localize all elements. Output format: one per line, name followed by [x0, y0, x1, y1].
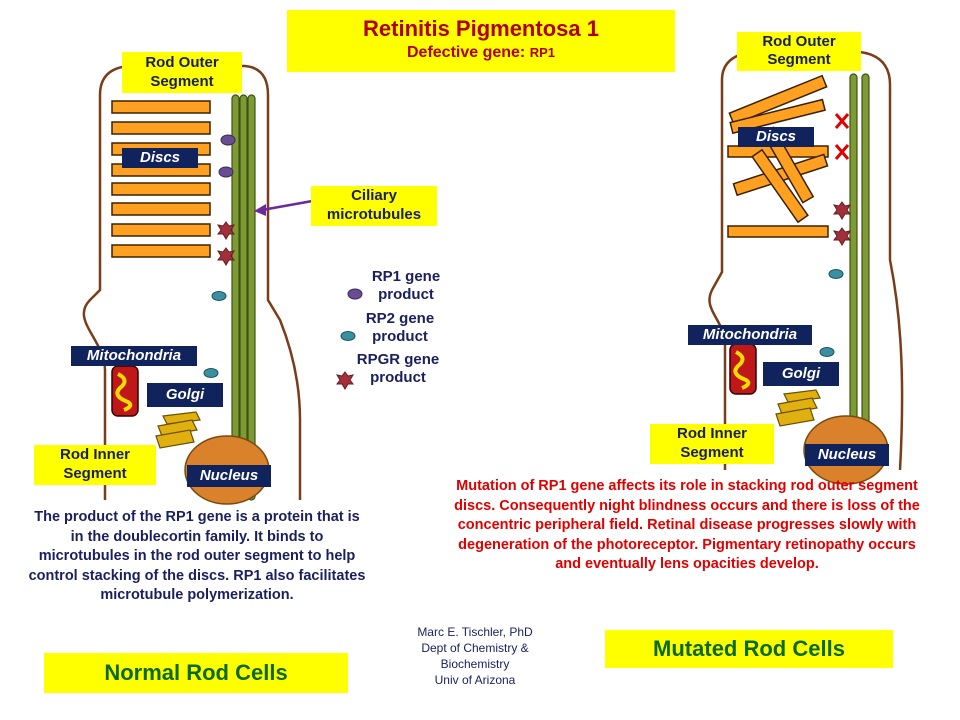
- author-dept-2: Biochemistry: [440, 657, 510, 671]
- right-microtubules: [849, 73, 870, 475]
- subtitle-prefix: Defective gene:: [406, 44, 526, 61]
- right-outer-segment-label: Rod Outer Segment: [737, 32, 861, 71]
- legend-rpgr: RPGR gene product: [356, 351, 440, 386]
- right-disc: [727, 225, 829, 238]
- left-microtubules: [231, 94, 256, 501]
- author-credit: Marc E. Tischler, PhD Dept of Chemistry …: [390, 624, 560, 688]
- left-mitochondria-label: Mitochondria: [71, 346, 197, 366]
- ciliary-pointer-arrow: [261, 198, 319, 212]
- normal-description: The product of the RP1 gene is a protein…: [28, 509, 366, 603]
- left-disc: [111, 100, 211, 114]
- left-rod-cell-outline: [82, 64, 302, 500]
- left-disc: [111, 223, 211, 237]
- rpgr-product-icon: [335, 371, 355, 390]
- left-disc: [111, 182, 211, 196]
- normal-rod-cells-caption: Normal Rod Cells: [44, 653, 348, 693]
- right-disc: [728, 74, 828, 126]
- author-university: Univ of Arizona: [434, 673, 516, 687]
- right-discs-label: Discs: [738, 127, 814, 147]
- right-rod-cell-outline: [708, 50, 904, 471]
- legend-rp2: RP2 gene product: [365, 310, 435, 345]
- page-subtitle: Defective gene: RP1: [287, 44, 675, 62]
- rp1-product-icon: [347, 288, 363, 300]
- left-discs-label: Discs: [122, 148, 198, 168]
- mitochondrion-icon: [729, 343, 757, 395]
- right-golgi-label: Golgi: [763, 362, 839, 386]
- legend-rp1: RP1 gene product: [371, 268, 441, 303]
- left-disc: [111, 244, 211, 258]
- author-dept: Dept of Chemistry &: [421, 641, 529, 655]
- rp2-product-icon: [340, 331, 356, 341]
- rp1-product-icon: [218, 166, 234, 178]
- right-disc-stack: [727, 74, 829, 238]
- left-outer-segment-label: Rod Outer Segment: [122, 52, 242, 93]
- title-box: Retinitis Pigmentosa 1 Defective gene: R…: [287, 10, 675, 72]
- right-inner-segment-label: Rod Inner Segment: [650, 424, 774, 464]
- golgi-icon: [775, 389, 821, 427]
- author-name: Marc E. Tischler, PhD: [417, 625, 533, 639]
- left-nucleus-label: Nucleus: [187, 465, 271, 487]
- right-disc: [729, 98, 826, 135]
- rp2-product-icon: [211, 291, 227, 301]
- mutation-x-icon: [834, 113, 850, 160]
- right-nucleus-label: Nucleus: [805, 444, 889, 466]
- right-mitochondria-label: Mitochondria: [688, 325, 812, 345]
- ciliary-microtubules-label: Ciliary microtubules: [311, 186, 437, 226]
- rp2-product-icon: [828, 269, 844, 279]
- mutated-description: Mutation of RP1 gene affects its role in…: [454, 478, 920, 572]
- mutated-rod-cells-caption: Mutated Rod Cells: [605, 630, 893, 668]
- left-golgi-label: Golgi: [147, 383, 223, 407]
- left-disc-stack: [111, 100, 211, 258]
- rp2-product-icon: [203, 368, 219, 378]
- rpgr-product-icon: [832, 201, 852, 246]
- rp1-product-icon: [220, 134, 236, 146]
- rp2-product-icon: [819, 347, 835, 357]
- golgi-icon: [155, 411, 201, 449]
- mitochondrion-icon: [111, 365, 139, 417]
- left-inner-segment-label: Rod Inner Segment: [34, 445, 156, 485]
- left-disc: [111, 202, 211, 216]
- left-disc: [111, 121, 211, 135]
- rpgr-product-icon: [216, 221, 236, 266]
- page-title: Retinitis Pigmentosa 1: [363, 16, 599, 41]
- subtitle-gene: RP1: [529, 45, 555, 60]
- right-disc: [751, 148, 809, 224]
